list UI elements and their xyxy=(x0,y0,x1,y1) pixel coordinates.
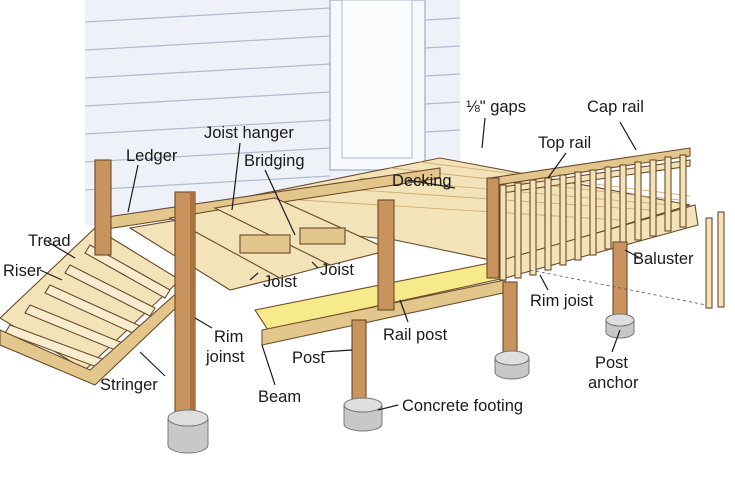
door-glass xyxy=(341,0,413,159)
label-rim-joinst-line2: joinst xyxy=(205,348,245,366)
label-baluster: Baluster xyxy=(633,250,694,268)
label-beam: Beam xyxy=(258,388,301,406)
label-joist-hanger: Joist hanger xyxy=(204,124,294,142)
label-gaps: ⅛" gaps xyxy=(466,98,526,116)
footings xyxy=(167,313,635,454)
railing xyxy=(486,147,725,309)
label-post-anchor-line1: Post xyxy=(595,354,628,372)
label-post: Post xyxy=(292,349,325,367)
label-tread: Tread xyxy=(28,232,71,250)
balusters xyxy=(499,154,687,281)
label-cap-rail: Cap rail xyxy=(587,98,644,116)
rail-post-corner xyxy=(486,177,500,279)
rail-post-left xyxy=(377,199,395,311)
loose-baluster-2 xyxy=(717,211,725,308)
label-ledger: Ledger xyxy=(126,147,178,165)
bridging-block-2 xyxy=(299,227,346,245)
label-stringer: Stringer xyxy=(100,376,158,394)
loose-baluster-1 xyxy=(705,217,713,309)
label-riser: Riser xyxy=(3,262,42,280)
label-top-rail: Top rail xyxy=(538,134,591,152)
label-concrete-footing: Concrete footing xyxy=(402,397,523,415)
label-decking: Decking xyxy=(392,172,452,190)
label-joist-left: Joist xyxy=(263,273,297,291)
label-bridging: Bridging xyxy=(244,152,305,170)
stairs xyxy=(0,227,181,386)
bridging-block-1 xyxy=(239,234,291,254)
label-joist-right: Joist xyxy=(320,261,354,279)
posts xyxy=(94,159,628,418)
label-post-anchor-line2: anchor xyxy=(588,374,639,392)
label-rail-post: Rail post xyxy=(383,326,448,344)
label-rim-joist: Rim joist xyxy=(530,292,594,310)
labels: ⅛" gaps Cap rail Joist hanger Top rail L… xyxy=(3,98,694,415)
middle-post xyxy=(351,319,367,409)
ledger-post xyxy=(94,159,112,256)
label-rim-joinst-line1: Rim xyxy=(214,328,243,346)
right-post xyxy=(612,241,628,321)
back-post xyxy=(502,281,518,363)
leader-lines xyxy=(39,117,641,411)
corner-post-shadow xyxy=(190,192,195,417)
siding-lines xyxy=(84,7,461,191)
